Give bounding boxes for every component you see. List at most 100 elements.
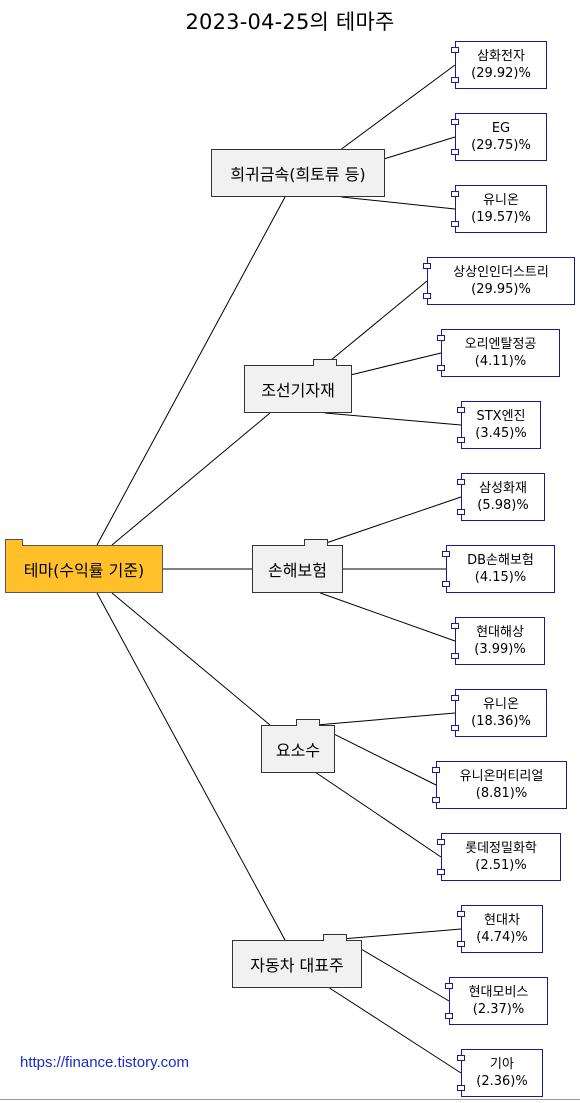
theme-label: 희귀금속(희토류 등) [230, 165, 366, 184]
theme-to-stock-line [361, 949, 450, 1002]
theme-to-stock-line [329, 987, 462, 1074]
component-port-icon [457, 1055, 465, 1061]
component-port-icon [437, 869, 445, 875]
stock-node: EG (29.75)% [451, 113, 547, 161]
component-port-icon [437, 365, 445, 371]
stock-name: 상상인인더스트리 [453, 265, 549, 280]
theme-node-insurance: 손해보험 [252, 539, 343, 593]
component-port-icon [457, 941, 465, 947]
theme-to-stock-line [316, 772, 442, 858]
stock-node: 현대해상 (3.99)% [451, 617, 545, 665]
component-port-icon [457, 437, 465, 443]
component-port-icon [457, 479, 465, 485]
component-port-icon [423, 293, 431, 299]
theme-to-stock-line [384, 136, 456, 160]
theme-to-stock-line [324, 412, 462, 426]
component-port-icon [445, 1013, 453, 1019]
component-port-icon [457, 911, 465, 917]
theme-to-stock-line [341, 196, 456, 210]
stock-return: (8.81)% [475, 786, 528, 801]
stock-return: (2.51)% [475, 858, 527, 873]
theme-node-shipbuilding: 조선기자재 [244, 359, 352, 413]
theme-label: 손해보험 [268, 561, 327, 580]
theme-to-stock-line [320, 592, 456, 642]
bottom-divider [0, 1099, 580, 1100]
stock-name: 현대해상 [476, 625, 524, 640]
component-port-icon [451, 119, 459, 125]
component-port-icon [437, 335, 445, 341]
component-port-icon [423, 263, 431, 269]
stock-return: (4.15)% [474, 570, 527, 585]
theme-node-rare-metals: 희귀금속(희토류 등) [211, 149, 385, 197]
root-to-theme-line [111, 592, 271, 726]
stock-name: 롯데정밀화학 [465, 841, 537, 856]
component-port-icon [432, 797, 440, 803]
stock-name: DB손해보험 [467, 553, 534, 568]
stock-return: (3.45)% [475, 426, 527, 441]
stock-name: STX엔진 [476, 409, 526, 424]
stock-return: (29.75)% [471, 138, 531, 153]
component-port-icon [432, 767, 440, 773]
component-port-icon [451, 47, 459, 53]
stock-return: (4.11)% [474, 354, 527, 369]
stock-name: 유니온 [483, 697, 519, 712]
component-port-icon [442, 581, 450, 587]
stock-node: 유니온머티리얼 (8.81)% [432, 761, 567, 809]
theme-label: 자동차 대표주 [250, 956, 344, 975]
component-port-icon [437, 839, 445, 845]
stock-name: 기아 [490, 1057, 514, 1072]
stock-return: (18.36)% [471, 714, 531, 729]
stock-node: 유니온 (19.57)% [451, 185, 547, 233]
root-to-theme-line [111, 412, 271, 546]
root-to-theme-line [96, 592, 286, 941]
theme-to-stock-line [324, 280, 428, 366]
theme-to-stock-line [320, 496, 462, 546]
theme-to-stock-line [329, 928, 462, 941]
component-port-icon [451, 77, 459, 83]
stock-return: (2.37)% [472, 1002, 525, 1017]
stock-return: (19.57)% [471, 210, 531, 225]
stock-node: STX엔진 (3.45)% [457, 401, 541, 449]
stock-name: 삼성화재 [479, 481, 527, 496]
stock-name: 오리엔탈정공 [464, 337, 537, 352]
component-port-icon [457, 1085, 465, 1091]
root-node: 테마(수익률 기준) [5, 539, 163, 593]
component-port-icon [451, 623, 459, 629]
stock-node: 롯데정밀화학 (2.51)% [437, 833, 561, 881]
theme-to-stock-line [341, 64, 456, 150]
stock-return: (29.92)% [471, 66, 531, 81]
component-port-icon [445, 983, 453, 989]
component-port-icon [451, 191, 459, 197]
stock-node: 유니온 (18.36)% [451, 689, 547, 737]
component-port-icon [451, 149, 459, 155]
stock-name: EG [491, 121, 511, 136]
theme-to-stock-line [316, 712, 456, 726]
diagram-title: 2023-04-25의 테마주 [185, 10, 395, 34]
stock-node: 삼성화재 (5.98)% [457, 473, 545, 521]
stock-return: (29.95)% [471, 282, 531, 297]
root-label: 테마(수익률 기준) [23, 561, 145, 580]
stock-name: 현대모비스 [468, 985, 529, 1000]
component-port-icon [457, 509, 465, 515]
stock-return: (2.36)% [476, 1074, 528, 1089]
theme-to-stock-line [334, 734, 437, 786]
theme-node-urea-solution: 요소수 [261, 719, 335, 773]
stock-name: 현대차 [484, 913, 520, 928]
component-port-icon [457, 407, 465, 413]
stock-node: 기아 (2.36)% [457, 1049, 543, 1097]
component-port-icon [451, 221, 459, 227]
source-link[interactable]: https://finance.tistory.com [20, 1054, 189, 1071]
theme-label: 조선기자재 [261, 381, 335, 400]
stock-node: 현대차 (4.74)% [457, 905, 543, 953]
theme-to-stock-line [351, 352, 442, 376]
stock-return: (4.74)% [476, 930, 528, 945]
stock-name: 유니온머티리얼 [459, 769, 544, 784]
stock-return: (5.98)% [477, 498, 529, 513]
component-port-icon [451, 725, 459, 731]
stock-name: 유니온 [483, 193, 519, 208]
stock-node: 오리엔탈정공 (4.11)% [437, 329, 560, 377]
stock-node: 상상인인더스트리 (29.95)% [423, 257, 575, 305]
stock-name: 삼화전자 [477, 49, 525, 64]
stock-return: (3.99)% [474, 642, 526, 657]
